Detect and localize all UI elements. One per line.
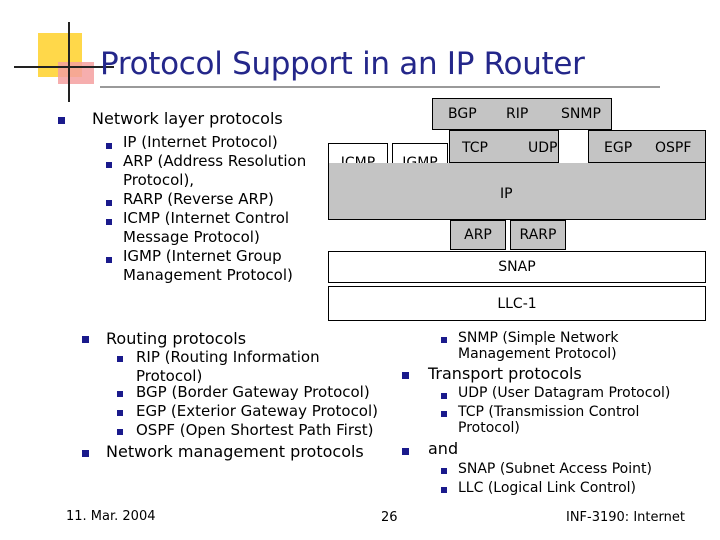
list-item: BGP (Border Gateway Protocol) bbox=[136, 383, 370, 401]
list-item: EGP (Exterior Gateway Protocol) bbox=[136, 402, 379, 420]
snap-box: SNAP bbox=[328, 251, 706, 283]
routing-apps-box bbox=[432, 98, 612, 130]
routing-heading: Routing protocols bbox=[106, 329, 247, 348]
decor-vertical-line bbox=[68, 22, 70, 102]
bullet-icon bbox=[117, 429, 123, 435]
list-item: ARP (Address Resolution Protocol), bbox=[123, 152, 307, 189]
udp-label: UDP bbox=[528, 140, 558, 156]
bullet-icon bbox=[402, 448, 409, 455]
bullet-icon bbox=[117, 391, 123, 397]
bullet-icon bbox=[58, 117, 65, 124]
bullet-icon bbox=[441, 337, 447, 343]
bullet-icon bbox=[117, 410, 123, 416]
list-item: RARP (Reverse ARP) bbox=[123, 190, 274, 208]
rarp-label: RARP bbox=[519, 227, 557, 243]
rip-label: RIP bbox=[506, 106, 529, 122]
arp-label: ARP bbox=[464, 227, 492, 243]
bullet-icon bbox=[106, 257, 112, 263]
list-item: RIP (Routing Information Protocol) bbox=[136, 348, 320, 385]
footer-date: 11. Mar. 2004 bbox=[66, 509, 156, 524]
arp-box: ARP bbox=[450, 220, 506, 250]
ip-layer-fill bbox=[329, 184, 447, 219]
network-management-heading: Network management protocols bbox=[106, 442, 364, 461]
list-item: SNAP (Subnet Access Point) bbox=[458, 461, 652, 477]
snap-label: SNAP bbox=[498, 259, 536, 275]
tcp-label: TCP bbox=[462, 140, 488, 156]
bullet-icon bbox=[106, 162, 112, 168]
bullet-icon bbox=[441, 487, 447, 493]
title-underline bbox=[100, 86, 660, 88]
list-item: IGMP (Internet Group Management Protocol… bbox=[123, 247, 293, 284]
snmp-label: SNMP bbox=[561, 106, 601, 122]
footer-course: INF-3190: Internet bbox=[566, 510, 685, 525]
egp-label: EGP bbox=[604, 140, 633, 156]
bullet-icon bbox=[106, 219, 112, 225]
bullet-icon bbox=[106, 143, 112, 149]
rarp-box: RARP bbox=[510, 220, 566, 250]
bullet-icon bbox=[106, 200, 112, 206]
llc-box: LLC-1 bbox=[328, 286, 706, 321]
llc-label: LLC-1 bbox=[497, 295, 537, 312]
footer-page-number: 26 bbox=[381, 510, 398, 525]
bgp-label: BGP bbox=[448, 106, 477, 122]
list-item: OSPF (Open Shortest Path First) bbox=[136, 421, 374, 439]
list-item: TCP (Transmission Control Protocol) bbox=[458, 404, 640, 436]
decor-horizontal-line bbox=[14, 66, 114, 68]
list-item: ICMP (Internet Control Message Protocol) bbox=[123, 209, 290, 246]
and-heading: and bbox=[428, 439, 459, 458]
list-item: IP (Internet Protocol) bbox=[123, 133, 278, 151]
bullet-icon bbox=[402, 372, 409, 379]
list-item: LLC (Logical Link Control) bbox=[458, 480, 636, 496]
bullet-icon bbox=[82, 450, 89, 457]
bullet-icon bbox=[117, 356, 123, 362]
slide-title: Protocol Support in an IP Router bbox=[100, 46, 585, 82]
ip-label: IP bbox=[500, 186, 513, 202]
bullet-icon bbox=[441, 393, 447, 399]
list-item: UDP (User Datagram Protocol) bbox=[458, 385, 671, 401]
network-layer-heading: Network layer protocols bbox=[92, 109, 283, 128]
bullet-icon bbox=[441, 468, 447, 474]
snmp-description: SNMP (Simple Network Management Protocol… bbox=[458, 330, 619, 362]
ospf-label: OSPF bbox=[655, 140, 692, 156]
transport-box bbox=[449, 130, 559, 163]
bullet-icon bbox=[82, 336, 89, 343]
transport-heading: Transport protocols bbox=[428, 364, 582, 383]
bullet-icon bbox=[441, 411, 447, 417]
egp-ospf-box bbox=[588, 130, 706, 163]
